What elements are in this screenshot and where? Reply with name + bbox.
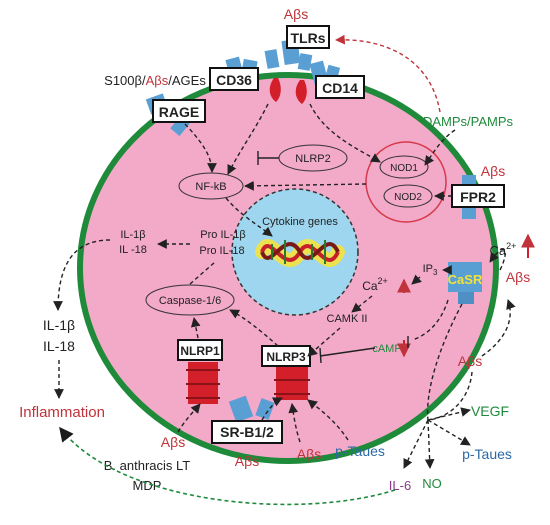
tlrs-label: TLRs	[291, 30, 326, 46]
nlrp3-receptor	[261, 345, 311, 400]
nod2-label: NOD2	[394, 192, 422, 203]
pathway-arrows	[53, 34, 516, 469]
casr-label: CaSR	[448, 272, 483, 287]
casr-receptor	[448, 262, 482, 304]
ptaues-out-label: p-Taues	[462, 446, 512, 462]
pro-il18-label: Pro IL-18	[199, 245, 244, 257]
abeta-nlrp1-label: Aβs	[161, 434, 185, 450]
cd14-receptor	[295, 60, 365, 104]
vegf-label: VEGF	[471, 403, 509, 419]
caspase-node	[145, 284, 235, 316]
abeta-fpr2-label: Aβs	[481, 163, 505, 179]
nod1-node	[379, 155, 429, 179]
inhibition-lines	[257, 151, 409, 364]
nod2-node	[383, 184, 433, 208]
cd14-label: CD14	[322, 80, 358, 96]
srb-label: SR-B1/2	[220, 424, 274, 440]
ip3-label: IP3	[423, 263, 438, 277]
fpr2-label: FPR2	[460, 189, 496, 205]
no-label: NO	[422, 476, 442, 491]
rage-receptor	[145, 93, 206, 136]
dna-helix-icon	[255, 239, 345, 267]
tlrs-receptor	[264, 25, 330, 71]
nfkb-label: NF-kB	[195, 181, 226, 193]
inflammation-label: Inflammation	[19, 404, 105, 421]
damps-label: DAMPs/PAMPs	[423, 114, 514, 129]
il6-to-inflammation-arrow	[59, 426, 396, 506]
nlrp1-receptor	[177, 339, 223, 404]
nfkb-node	[178, 172, 244, 200]
fpr2-receptor	[451, 175, 505, 219]
cd36-label: CD36	[216, 72, 252, 88]
il18-out-label: IL-18	[43, 338, 75, 354]
rage-label: RAGE	[159, 104, 199, 120]
pro-il1b-label: Pro IL-1β	[200, 229, 245, 241]
abeta-casr-label: Aβs	[506, 269, 530, 285]
ca-in-label: Ca2+	[362, 276, 388, 293]
rage-ligands-label: S100β/Aβs/AGEs	[104, 73, 206, 88]
camp-label: cAMP	[372, 343, 401, 355]
camk-label: CAMK II	[327, 313, 368, 325]
bact-label: B. anthracis LT	[104, 458, 191, 473]
abeta-right-low-label: Aβs	[458, 353, 482, 369]
abeta-top-label: Aβs	[284, 6, 308, 22]
il1b-in-label: IL-1β	[120, 229, 145, 241]
nod-complex	[365, 141, 447, 223]
nlrp3-label: NLRP3	[266, 350, 306, 364]
mdp-label: MDP	[133, 478, 162, 493]
il18-in-label: IL -18	[119, 244, 147, 256]
srb-receptor	[211, 395, 283, 444]
il6-label: IL-6	[389, 478, 411, 493]
abeta-srb-label: Aβs	[235, 453, 259, 469]
nlrp2-label: NLRP2	[295, 153, 330, 165]
il1b-out-label: IL-1β	[43, 317, 75, 333]
cd36-receptor	[209, 56, 281, 102]
caspase-label: Caspase-1/6	[159, 295, 221, 307]
abeta-nlrp3-label: Aβs	[297, 446, 321, 462]
ptaues-nlrp3-label: p-Taues	[335, 443, 385, 459]
cytokine-genes-label: Cytokine genes	[262, 216, 338, 228]
nod1-label: NOD1	[390, 163, 418, 174]
nlrp1-label: NLRP1	[180, 344, 220, 358]
